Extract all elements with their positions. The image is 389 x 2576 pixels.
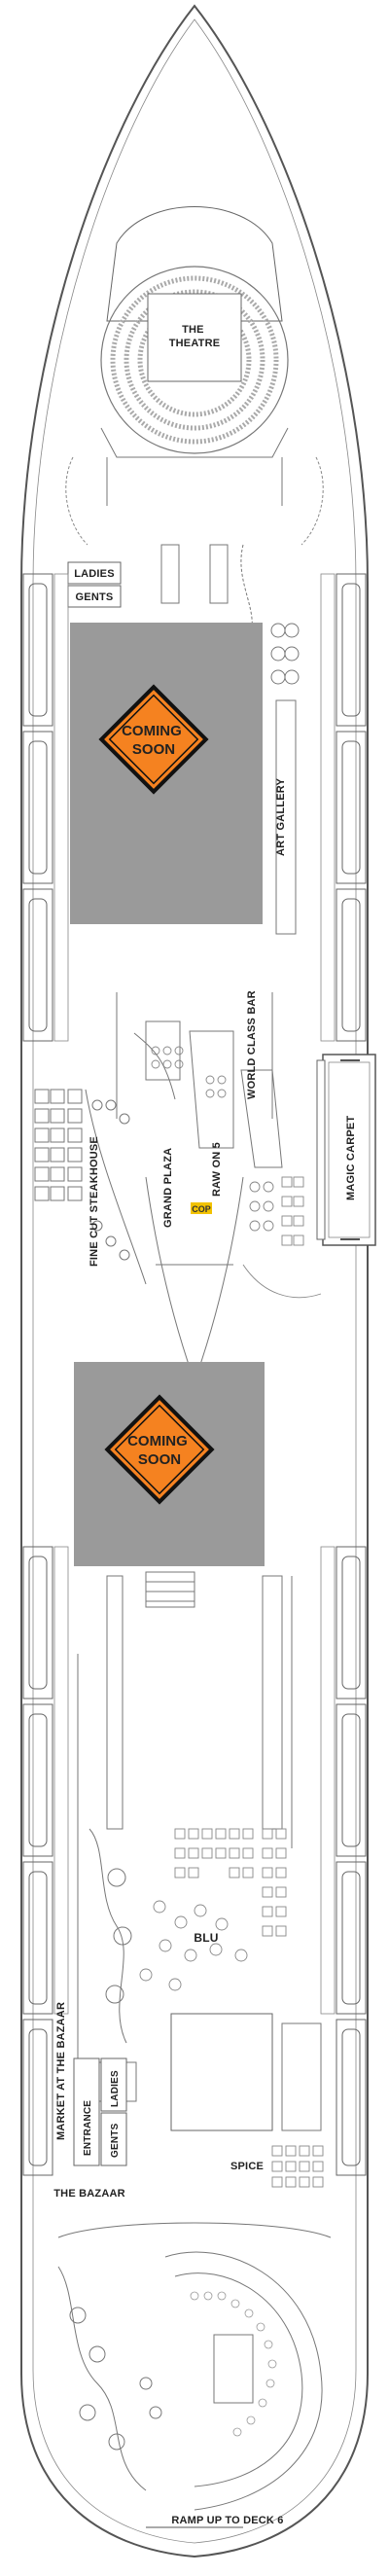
- grand-plaza-area: [116, 992, 283, 1382]
- aft-elevator-area: [106, 1571, 293, 1848]
- entrance-label: ENTRANCE: [83, 2100, 93, 2156]
- restroom-ladies-fwd: [67, 561, 122, 585]
- ramp-up-label: RAMP UP TO DECK 6: [171, 2515, 283, 2526]
- gents-fwd-label: GENTS: [76, 591, 114, 603]
- grand-plaza-label: GRAND PLAZA: [162, 1148, 174, 1228]
- stern-area: [57, 2222, 332, 2511]
- raw-on-5-label: RAW ON 5: [211, 1142, 223, 1197]
- fine-cut-steakhouse-area: [34, 1089, 147, 1285]
- raw-on-5-seating: [242, 1176, 322, 1299]
- theatre-area: [65, 206, 324, 546]
- market-at-bazaar-label: MARKET AT THE BAZAAR: [55, 2002, 67, 2140]
- spice-seating: [271, 2145, 324, 2188]
- restroom-gents-aft: [100, 2112, 127, 2166]
- theatre-label: THE THEATRE: [169, 324, 221, 349]
- restroom-ladies-aft: [100, 2057, 127, 2112]
- cop-label: COP: [192, 1204, 211, 1214]
- port-lifeboat-bays: [22, 573, 53, 2176]
- blu-dining-seating: [139, 1828, 287, 1991]
- ladies-fwd-label: LADIES: [74, 568, 115, 580]
- stern-seating: [190, 2291, 277, 2437]
- ship-hull-inner: [32, 18, 357, 2544]
- ladies-aft-label: LADIES: [110, 2070, 121, 2107]
- coming-soon-text-upper: COMING SOON: [122, 723, 186, 758]
- art-gallery-label: ART GALLERY: [275, 778, 287, 856]
- magic-carpet: [316, 1054, 376, 1246]
- magic-carpet-label: MAGIC CARPET: [345, 1116, 357, 1200]
- starboard-lifeboat-bays: [336, 573, 367, 2176]
- world-class-bar-label: WORLD CLASS BAR: [246, 990, 258, 1099]
- fine-cut-steakhouse-label: FINE CUT STEAKHOUSE: [88, 1136, 100, 1267]
- grand-plaza-seating: [151, 1046, 227, 1098]
- the-bazaar-label: THE BAZAAR: [53, 2188, 125, 2200]
- ship-hull-outline: [20, 4, 369, 2558]
- galley-block: [170, 2013, 273, 2131]
- spice-label: SPICE: [230, 2161, 264, 2172]
- inner-side-bays: [53, 573, 336, 2015]
- blu-label: BLU: [194, 1931, 218, 1945]
- cop-marker: [191, 1202, 212, 1214]
- entrance-area: [73, 2057, 100, 2166]
- service-block: [281, 2022, 322, 2131]
- coming-soon-text-lower: COMING SOON: [127, 1433, 192, 1468]
- gents-aft-label: GENTS: [110, 2123, 121, 2158]
- art-gallery-area: [270, 623, 300, 935]
